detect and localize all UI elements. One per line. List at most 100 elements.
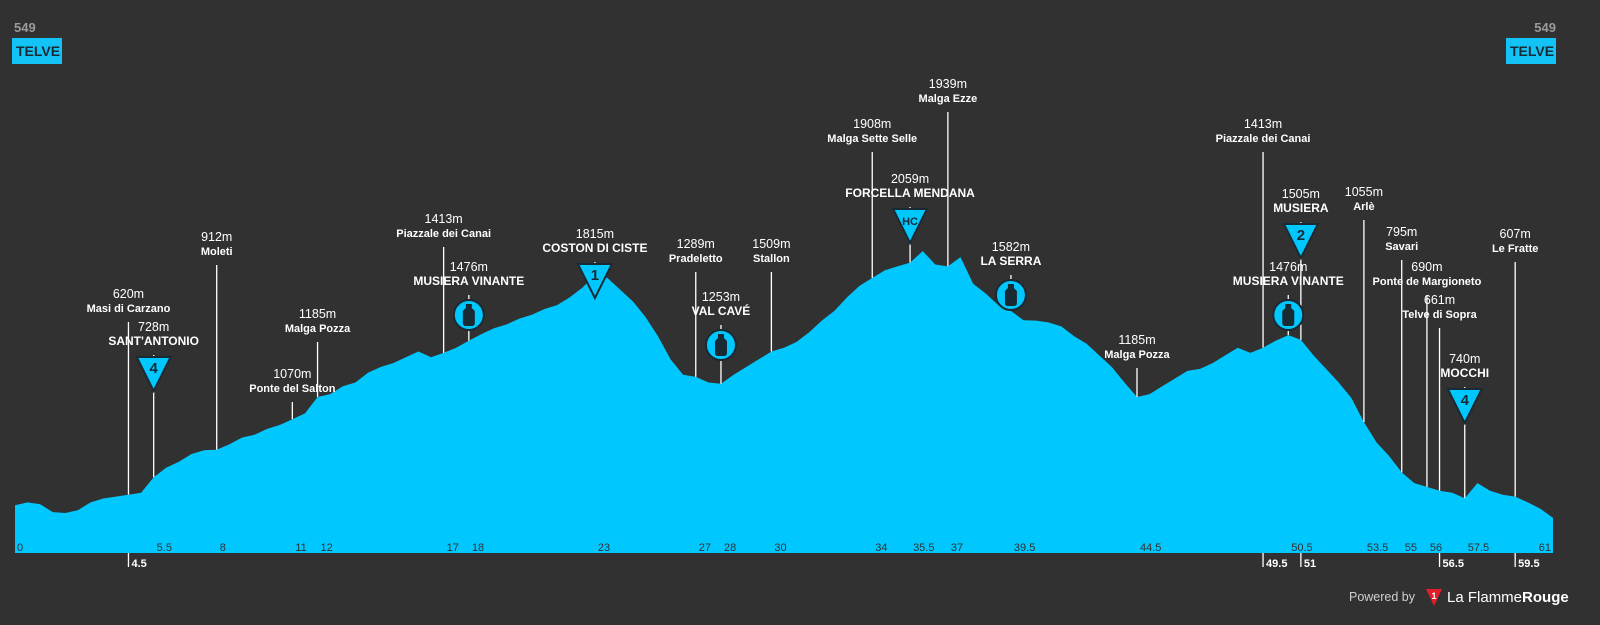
tick-label: 53.5 [1367,542,1388,554]
climb-category-badge [1446,388,1484,426]
waypoint-name: Malga Pozza [1104,349,1170,361]
tick-label: 44.5 [1140,542,1161,554]
tick-label: 11 [295,542,306,554]
finish-name: TELVE [1510,43,1554,59]
waypoint-name: Stallon [753,253,790,265]
waypoint-name: Malga Sette Selle [827,133,917,145]
tick-label: 28 [724,542,736,554]
climb-category-badge [891,208,929,246]
waypoint-name: Arlè [1353,201,1374,213]
tick-label: 61 [1539,542,1551,554]
water-bottle-icon [1282,304,1295,326]
waypoint-name: MOCCHI [1440,366,1489,380]
tick-label: 30 [774,542,786,554]
waypoint-name: Masi di Carzano [87,303,171,315]
climb-category-label: 2 [1297,227,1305,244]
waypoint-name: MUSIERA VINANTE [1233,274,1344,288]
waypoint-altitude: 1509m [752,237,790,251]
waypoint-name: Pradeletto [669,253,723,265]
waypoint-name: Telve di Sopra [1402,309,1477,321]
waypoint-altitude: 690m [1411,260,1442,274]
waypoint-name: FORCELLA MENDANA [845,186,975,200]
waypoint-name: Malga Pozza [285,323,351,335]
tick-label: 51 [1304,558,1316,570]
tick-label: 5.5 [157,542,172,554]
finish-label-box [1506,38,1556,64]
waypoint-altitude: 661m [1424,293,1455,307]
waypoint-name: Moleti [201,246,233,258]
waypoint-altitude: 1582m [992,240,1030,254]
powered-by-text: Powered by [1349,590,1416,604]
tick-label: 37 [951,542,963,554]
tick-label: 39.5 [1014,542,1035,554]
tick-label: 35.5 [913,542,934,554]
start-name: TELVE [16,43,60,59]
waypoint-altitude: 1055m [1345,185,1383,199]
waypoint-altitude: 1505m [1282,187,1320,201]
waypoint-name: SANT'ANTONIO [108,334,199,348]
tick-label: 17 [447,542,459,554]
waypoint-name: MUSIERA [1273,201,1329,215]
waypoint-name: Piazzale dei Canai [396,228,491,240]
water-bottle-icon [714,334,727,356]
tick-label: 12 [321,542,333,554]
waypoint-altitude: 1476m [1269,260,1307,274]
waypoint-name: Le Fratte [1492,243,1538,255]
branding: Powered by 1 La FlammeRouge [1349,589,1569,606]
tick-label: 56 [1430,542,1442,554]
tick-label: 8 [220,542,226,554]
brand-name: La FlammeRouge [1447,589,1569,606]
waypoint-altitude: 795m [1386,225,1417,239]
waypoint-name: Ponte del Salton [249,383,335,395]
waypoint-altitude: 912m [201,230,232,244]
climb-category-label: 4 [1461,392,1470,409]
tick-label: 34 [875,542,887,554]
start-label-box [12,38,62,64]
tick-label: 4.5 [131,558,146,570]
waypoint-name: MUSIERA VINANTE [413,274,524,288]
waypoint-altitude: 1413m [1244,117,1282,131]
waypoint-altitude: 728m [138,320,169,334]
climb-category-badge [1282,223,1320,261]
tick-label: 56.5 [1443,558,1464,570]
tick-label: 57.5 [1468,542,1489,554]
waypoint-name: Piazzale dei Canai [1216,133,1311,145]
elevation-profile-area [15,251,1553,553]
waypoint-altitude: 1908m [853,117,891,131]
finish-altitude: 549 [1534,20,1556,35]
waypoint-altitude: 1185m [299,307,336,321]
climb-category-badge [135,356,173,394]
tick-label: 59.5 [1518,558,1539,570]
tick-label: 18 [472,542,484,554]
climb-category-label: HC [902,216,918,228]
waypoint-name: LA SERRA [980,254,1041,268]
waypoint-altitude: 1413m [425,212,463,226]
brand-name-part-b: Rouge [1522,589,1569,606]
waypoint-name: Savari [1385,241,1418,253]
tick-label: 0 [17,542,23,554]
waypoint-name: Malga Ezze [919,93,978,105]
la-flamme-rouge-logo-icon [1426,589,1442,606]
waypoint-name: Ponte de Margioneto [1373,276,1482,288]
climb-category-label: 1 [591,267,599,284]
tick-label: 49.5 [1266,558,1287,570]
waypoint-altitude: 2059m [891,172,929,186]
waypoint-altitude: 740m [1449,352,1480,366]
tick-label: 50.5 [1291,542,1312,554]
tick-label: 23 [598,542,610,554]
waypoint-name: VAL CAVÉ [692,303,751,318]
waypoint-altitude: 607m [1500,227,1531,241]
tick-label: 55 [1405,542,1417,554]
waypoint-name: COSTON DI CISTE [542,241,647,255]
tick-label: 27 [699,542,711,554]
waypoint-altitude: 620m [113,287,144,301]
climb-category-badge [576,263,614,301]
start-altitude: 549 [14,20,36,35]
distance-axis: 0 4.5 5.5 8 11 12 17 18 23 27 28 30 34 35.5 37 39.5 44.5… [17,542,1551,570]
waypoint-altitude: 1939m [929,77,967,91]
waypoint-altitude: 1185m [1118,333,1155,347]
waypoint-altitude: 1070m [273,367,311,381]
